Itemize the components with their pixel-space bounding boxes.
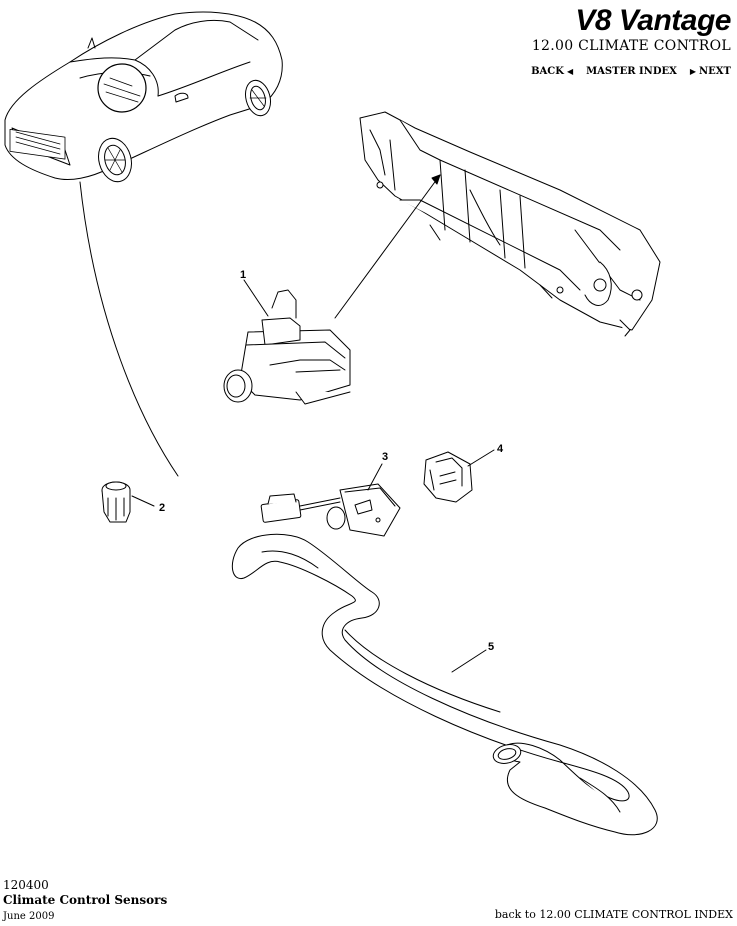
part-3-sensor-harness xyxy=(260,483,401,537)
section-title: 12.00 CLIMATE CONTROL xyxy=(531,38,731,54)
callout-leader-4 xyxy=(467,449,495,467)
master-index-link[interactable]: MASTER INDEX xyxy=(586,66,677,77)
navigation-bar: BACK◀ MASTER INDEX ▶NEXT xyxy=(531,66,731,77)
triangle-left-icon: ◀ xyxy=(566,66,574,76)
part-number: 120400 xyxy=(3,878,49,892)
back-to-index-link[interactable]: back to 12.00 CLIMATE CONTROL INDEX xyxy=(494,908,733,921)
triangle-right-icon: ▶ xyxy=(689,66,697,76)
part-5-aspirator-hose xyxy=(231,533,658,836)
callout-number: 3 xyxy=(382,451,388,463)
car-illustration xyxy=(4,11,283,183)
arrow-head-icon xyxy=(431,174,441,185)
next-link[interactable]: ▶NEXT xyxy=(689,66,731,77)
part-1-ambient-sensor xyxy=(223,289,351,405)
publication-date: June 2009 xyxy=(3,911,55,922)
callout-leader-1 xyxy=(243,279,269,317)
part-4-grommet xyxy=(423,451,473,503)
leader-line xyxy=(79,181,179,477)
brand-logo: V8 Vantage xyxy=(575,4,731,37)
page-title: Climate Control Sensors xyxy=(3,893,168,907)
callout-number: 4 xyxy=(497,443,504,455)
callout-leader-3 xyxy=(367,463,383,491)
callout-leader-5 xyxy=(451,649,487,673)
callout-number: 1 xyxy=(240,269,246,281)
callout-number: 5 xyxy=(488,641,494,653)
part-2-sensor xyxy=(101,481,131,523)
back-link[interactable]: BACK◀ xyxy=(531,66,574,77)
assembly-arrow xyxy=(334,174,441,319)
radiator-support-frame xyxy=(359,111,661,337)
callout-leader-2 xyxy=(131,495,155,507)
callout-number: 2 xyxy=(159,502,165,514)
